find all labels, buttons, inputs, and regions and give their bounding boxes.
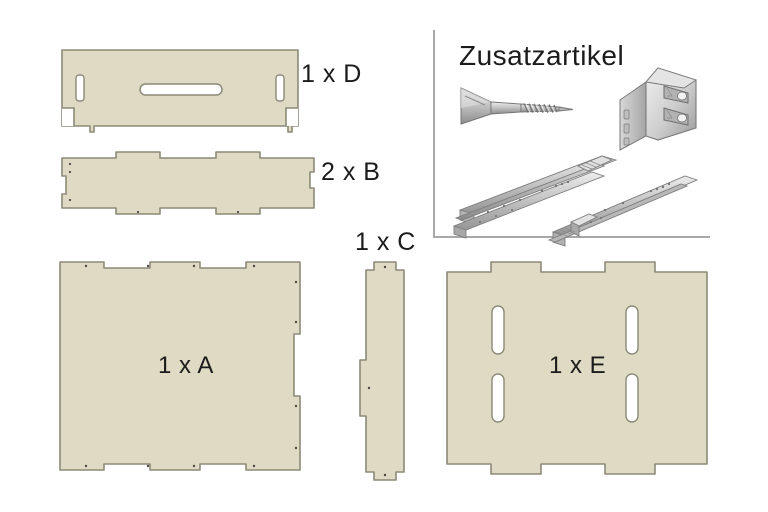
- right-end-slot: [275, 74, 285, 102]
- part-e-shape: [446, 261, 708, 475]
- angle-bracket-icon: [619, 67, 698, 151]
- part-label-e: 1 x E: [549, 352, 607, 379]
- handle-slot: [139, 83, 223, 96]
- part-b-shape: [61, 151, 315, 215]
- part-a-shape: [59, 261, 301, 471]
- left-end-slot: [75, 74, 85, 102]
- part-c-shape: [359, 261, 405, 481]
- part-label-c: 1 x C: [355, 228, 416, 256]
- part-d-shape: [61, 49, 299, 133]
- extras-box-title: Zusatzartikel: [459, 40, 625, 71]
- slot-right-upper: [625, 305, 639, 355]
- drawer-slide-icon-2: [547, 175, 699, 247]
- countersunk-wood-screw-icon: [460, 87, 574, 125]
- part-label-b: 2 x B: [321, 158, 381, 186]
- slot-left-lower: [491, 373, 505, 423]
- slot-right-lower: [625, 373, 639, 423]
- part-label-a: 1 x A: [158, 352, 214, 379]
- part-label-d: 1 x D: [301, 60, 362, 88]
- extras-box: [433, 30, 710, 238]
- slot-left-upper: [491, 305, 505, 355]
- drawer-slide-icon-1: [452, 155, 618, 239]
